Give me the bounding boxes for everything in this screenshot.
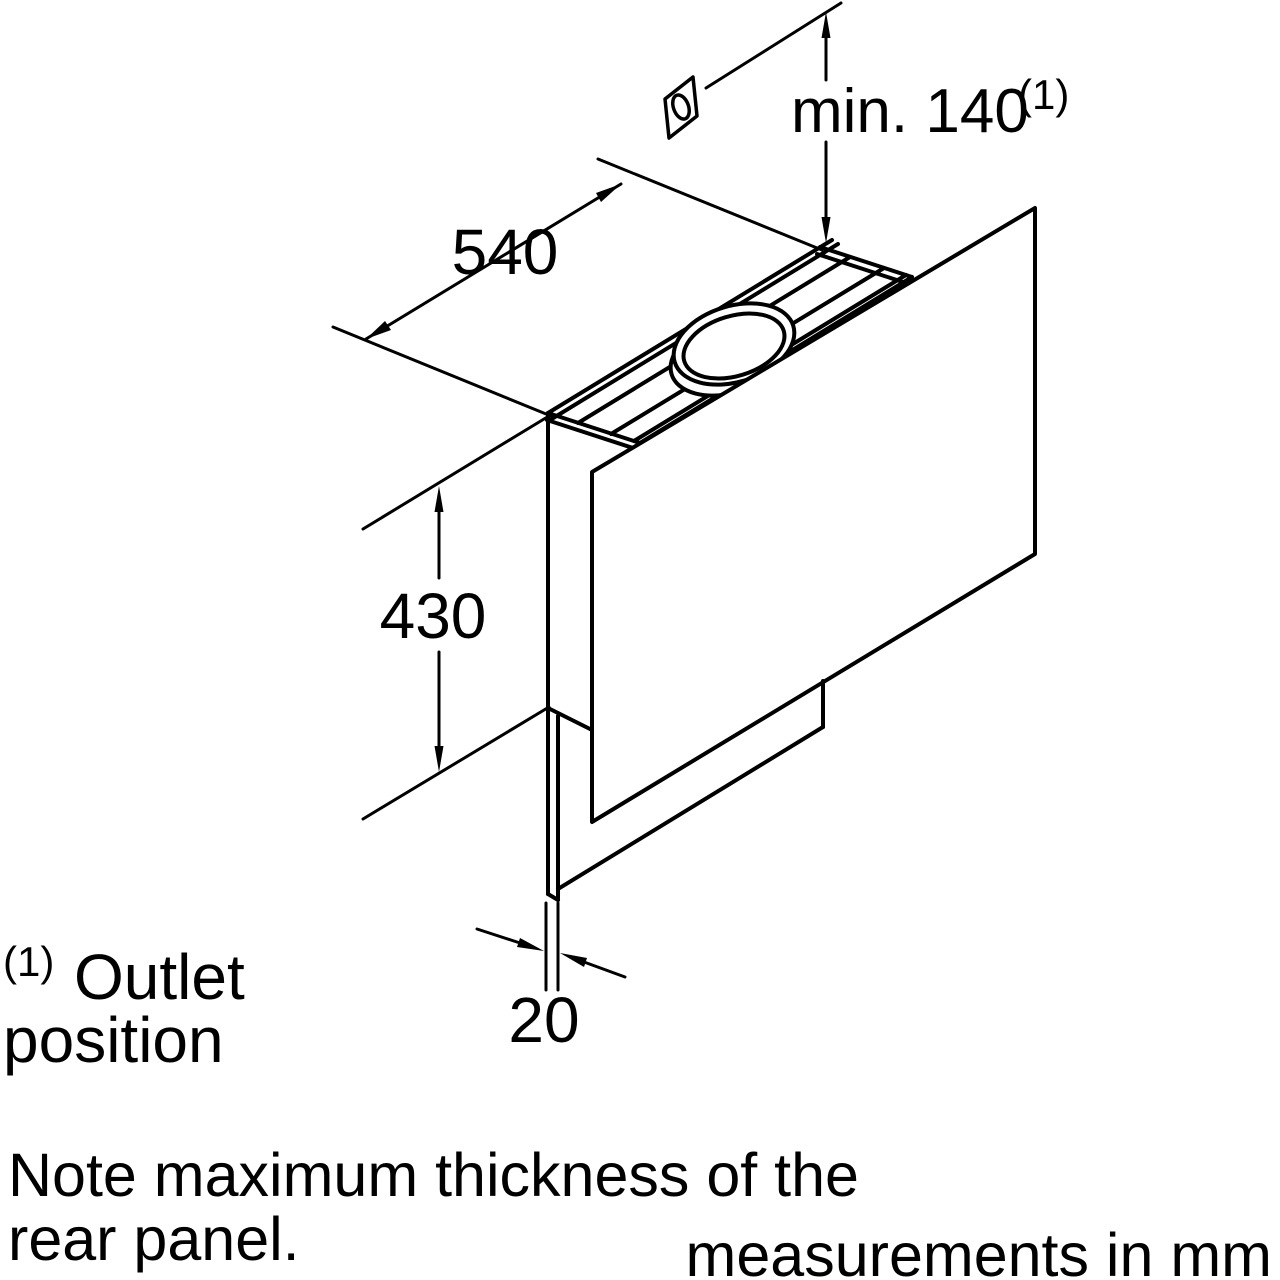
outlet-note-superscript: (1): [3, 938, 54, 985]
ext-line: [596, 157, 824, 252]
thickness-note: Note maximum thickness of the rear panel…: [8, 1141, 859, 1273]
thickness-note-line2: rear panel.: [8, 1205, 300, 1273]
dim-min140-label: min. 140: [791, 77, 1029, 146]
top-right-end-edge: [818, 245, 914, 279]
outlet-note-line1: Outlet: [74, 941, 245, 1013]
dim-tail-left: [475, 927, 522, 945]
dimension-430: 430: [361, 414, 551, 821]
front-panel: [590, 206, 1037, 824]
dim-line: [364, 182, 623, 341]
thickness-note-line1: Note maximum thickness of the: [8, 1141, 859, 1209]
arrowhead-icon: [560, 953, 587, 967]
outlet-symbol: [663, 75, 699, 140]
hood-drawing: [545, 206, 1037, 902]
dim-min140-superscript: (1): [1018, 71, 1069, 118]
outlet-position-note: (1) Outlet position: [3, 938, 245, 1076]
outlet-square-icon: [663, 75, 699, 140]
ext-line: [331, 325, 553, 418]
top-left-end-edge-inner: [545, 418, 641, 452]
dimension-20: 20: [475, 901, 627, 1056]
dim-430-label: 430: [380, 580, 487, 652]
dimension-min-140: min. 140 (1): [704, 1, 1069, 243]
outlet-note-line2: position: [3, 1004, 224, 1076]
top-left-end-edge: [546, 411, 642, 445]
arrowhead-icon: [821, 217, 831, 243]
arrowhead-icon: [821, 12, 831, 38]
units-note: measurements in mm: [686, 1221, 1272, 1280]
dim-tail-right: [582, 960, 627, 979]
arrowhead-icon: [517, 938, 544, 951]
dimension-540: 540: [331, 157, 824, 418]
rear-panel-bottom-edge: [546, 892, 560, 902]
top-right-end-edge-inner: [815, 252, 911, 286]
dim-20-label: 20: [508, 984, 579, 1056]
arrowhead-icon: [434, 486, 444, 512]
ext-line: [704, 1, 843, 90]
body-bottom-left-edge: [546, 706, 594, 732]
lower-body-bottom-edge: [556, 725, 825, 891]
rear-panel: [546, 411, 594, 902]
duct-collar-rim-inner: [681, 311, 787, 381]
ext-line: [361, 705, 551, 821]
arrowhead-icon: [366, 321, 391, 339]
ext-line: [361, 414, 551, 531]
lower-body: [556, 679, 825, 891]
outlet-hole-icon: [671, 93, 691, 121]
dim-540-label: 540: [452, 216, 559, 288]
arrowhead-icon: [596, 184, 621, 202]
arrowhead-icon: [434, 746, 444, 772]
